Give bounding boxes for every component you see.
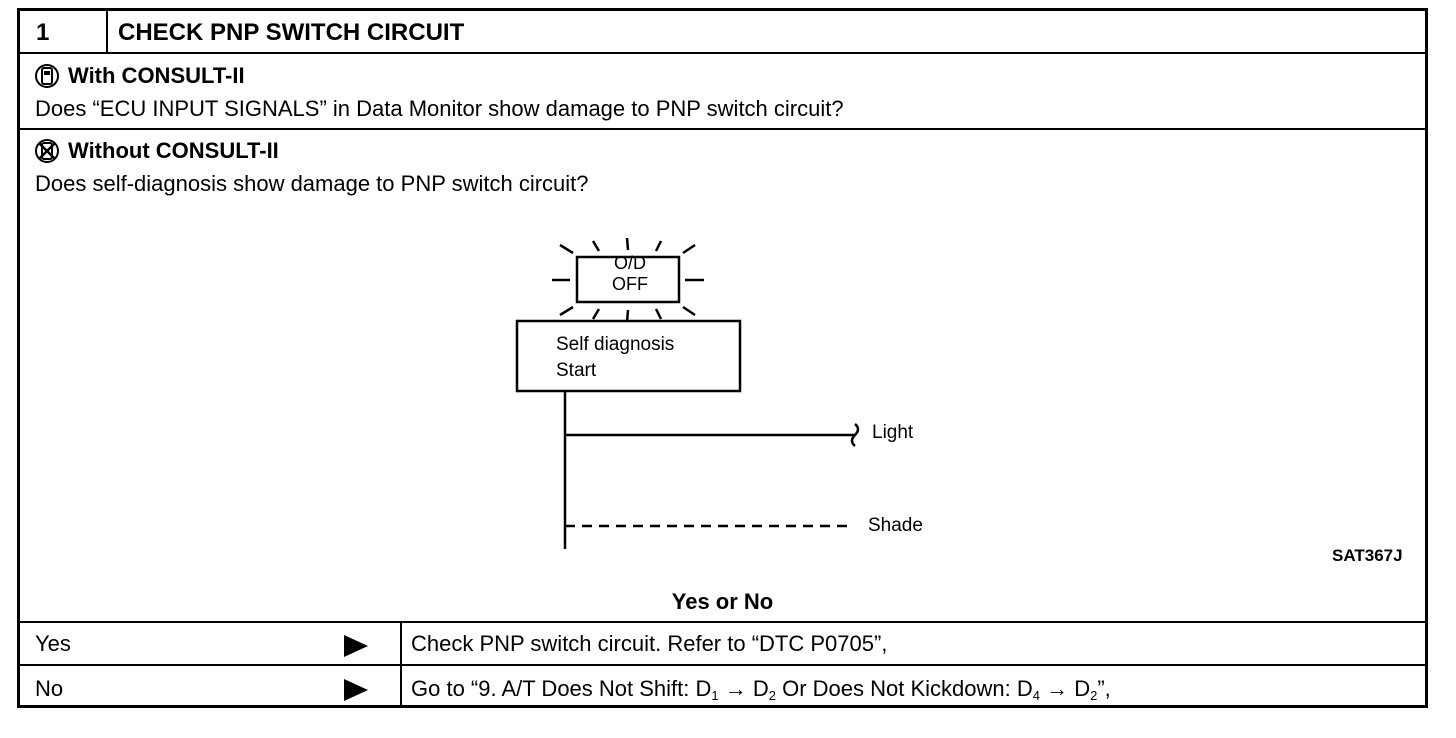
consult-tester-icon — [35, 64, 59, 88]
no-action-text-3: Or Does Not Kickdown: D — [775, 676, 1033, 701]
no-label: No — [35, 676, 64, 701]
header-divider — [106, 11, 108, 52]
start-label: Start — [556, 360, 597, 381]
diagnostic-procedure-table: 1 CHECK PNP SWITCH CIRCUIT With CONSULT-… — [17, 8, 1428, 708]
no-consult-icon — [35, 139, 59, 163]
with-consult-heading-row: With CONSULT-II — [34, 63, 245, 89]
answers-middle-rule — [20, 664, 1425, 666]
yes-action: Check PNP switch circuit. Refer to “DTC … — [411, 631, 888, 656]
light-label: Light — [872, 422, 914, 443]
step-title: CHECK PNP SWITCH CIRCUIT — [118, 19, 465, 46]
section-rule-1 — [20, 128, 1425, 130]
answers-top-rule — [20, 621, 1425, 623]
no-action-text-4: → D — [1039, 676, 1091, 701]
no-action-text-2: → D — [718, 676, 769, 701]
no-action-sub-1: 1 — [711, 688, 719, 703]
no-arrow-icon — [344, 679, 368, 701]
shade-label: Shade — [868, 515, 923, 536]
od-lamp-label-1: O/D — [613, 253, 646, 273]
no-action-text-5: ”, — [1097, 676, 1111, 701]
no-action-text-1: Go to “9. A/T Does Not Shift: D — [411, 676, 712, 701]
with-consult-question: Does “ECU INPUT SIGNALS” in Data Monitor… — [35, 96, 844, 121]
figure-code: SAT367J — [1332, 546, 1403, 565]
step-number: 1 — [36, 19, 50, 46]
self-diagnosis-label: Self diagnosis — [556, 334, 675, 355]
yes-arrow-icon — [344, 635, 368, 657]
no-action: Go to “9. A/T Does Not Shift: D1 → D2 Or… — [411, 676, 1111, 703]
yes-or-no-prompt: Yes or No — [671, 589, 774, 614]
no-action-sub-4: 4 — [1032, 688, 1040, 703]
without-consult-question: Does self-diagnosis show damage to PNP s… — [35, 171, 589, 196]
od-off-lamp-outline — [575, 255, 681, 304]
without-consult-heading-row: Without CONSULT-II — [34, 138, 279, 164]
without-consult-heading: Without CONSULT-II — [68, 138, 279, 163]
self-diagnosis-box — [515, 319, 742, 393]
no-action-sub-2b: 2 — [1090, 688, 1098, 703]
od-lamp-label-2: OFF — [612, 274, 648, 294]
with-consult-heading: With CONSULT-II — [68, 63, 245, 88]
header-rule — [20, 52, 1425, 54]
no-action-sub-2: 2 — [768, 688, 776, 703]
yes-label: Yes — [35, 631, 71, 656]
self-diagnosis-diagram — [515, 237, 860, 549]
